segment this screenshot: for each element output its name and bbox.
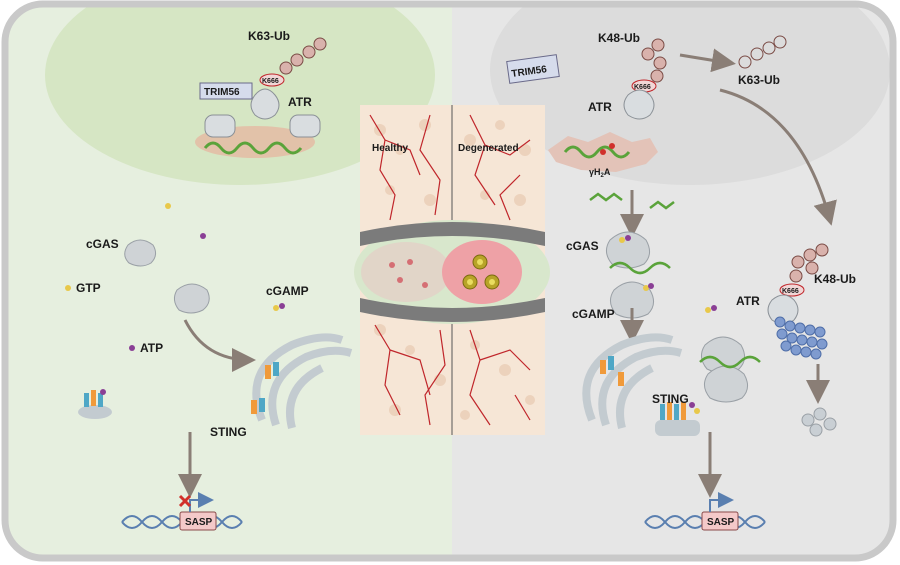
free-cgas-dna-complex <box>699 305 761 403</box>
sting-right-label: STING <box>652 392 689 406</box>
free-k63-chain <box>738 35 787 69</box>
left-k666-label: K666 <box>262 78 279 85</box>
healthy-label: Healthy <box>372 143 409 154</box>
right-sting-complex <box>655 402 700 436</box>
dna-fragment-1 <box>589 192 623 202</box>
right-k48-ub-label: K48-Ub <box>598 31 640 45</box>
left-k666-badge <box>259 73 285 87</box>
cgamp-left-icon <box>273 303 285 311</box>
atp-label: ATP <box>140 341 163 355</box>
right-k666-label: K666 <box>634 84 651 91</box>
atp-dot-1 <box>200 233 206 239</box>
left-atr-dimers <box>204 114 321 138</box>
proteasome <box>774 316 828 360</box>
atr-k48-chain: K666 <box>779 243 829 297</box>
lower-endplate <box>360 298 545 322</box>
right-k63-ub-label: K63-Ub <box>738 73 780 87</box>
sasp-right-box <box>701 511 739 531</box>
gtp-label: GTP <box>76 281 101 295</box>
cgamp-left-label: cGAMP <box>266 284 309 298</box>
damage-dot-1 <box>600 149 606 155</box>
dna-fragment-2 <box>649 200 675 210</box>
right-trim56-label: TRIM56 <box>511 64 548 80</box>
upper-endplate <box>360 222 545 246</box>
right-nucleus <box>490 4 890 185</box>
left-atr-label: ATR <box>288 95 312 109</box>
lower-k666-badge <box>779 283 805 297</box>
spine-section: Healthy Degenerated <box>354 105 550 435</box>
left-trim56-label: TRIM56 <box>204 87 240 98</box>
right-ub-chain: K666 <box>631 38 667 93</box>
inhibit-x-icon <box>178 494 192 508</box>
left-sting-complex <box>78 389 112 419</box>
h2a-label: γH2A <box>589 167 611 179</box>
left-k63-ub-label: K63-Ub <box>248 29 290 43</box>
cgas-dna-complex <box>606 231 671 319</box>
cgas-to-sting-arrow-left <box>183 319 256 372</box>
np-cells <box>389 254 500 290</box>
sasp-left-label: SASP <box>185 517 213 528</box>
cgamp-right-label: cGAMP <box>572 307 615 321</box>
right-atr-label: ATR <box>588 100 612 114</box>
cgas-right-label: cGAS <box>566 239 599 253</box>
cgas-left-protein-1 <box>124 239 157 267</box>
left-dna-sasp: SASP <box>121 492 243 531</box>
k48-lower-label: K48-Ub <box>814 272 856 286</box>
right-atr-icon <box>623 89 655 120</box>
lower-k666-label: K666 <box>782 288 799 295</box>
left-trim56-box <box>199 82 253 100</box>
left-atr-icon <box>250 88 280 120</box>
right-trim56-box <box>506 54 560 84</box>
damage-dot-2 <box>609 143 615 149</box>
left-ub-chain: K63-Ub K666 <box>248 29 327 87</box>
bone-texture <box>374 119 535 420</box>
blood-vessels <box>369 114 531 426</box>
gtp-dot-1 <box>165 203 171 209</box>
healthy-nucleus-pulposus <box>361 242 451 302</box>
degraded-fragments <box>801 407 837 437</box>
left-er-sting <box>251 333 353 429</box>
left-dna <box>203 141 303 155</box>
degenerated-label: Degenerated <box>458 143 519 154</box>
atr-to-k48-arrow <box>719 88 837 226</box>
atr-lower-label: ATR <box>736 294 760 308</box>
right-dna-sasp: SASP <box>644 492 766 531</box>
cgas-left-label: cGAS <box>86 237 119 251</box>
k48-to-k63-arrow <box>679 48 736 73</box>
sasp-right-label: SASP <box>707 517 735 528</box>
cgas-left-protein-2 <box>173 283 210 314</box>
right-er-sting <box>582 333 683 429</box>
atr-lower-icon <box>767 294 799 325</box>
left-nucleus <box>45 4 435 185</box>
sasp-left-box <box>179 511 217 531</box>
atp-dot <box>129 345 135 351</box>
right-dna <box>563 145 631 159</box>
sting-left-label: STING <box>210 425 247 439</box>
gtp-dot <box>65 285 71 291</box>
degenerated-nucleus-pulposus <box>442 240 522 304</box>
